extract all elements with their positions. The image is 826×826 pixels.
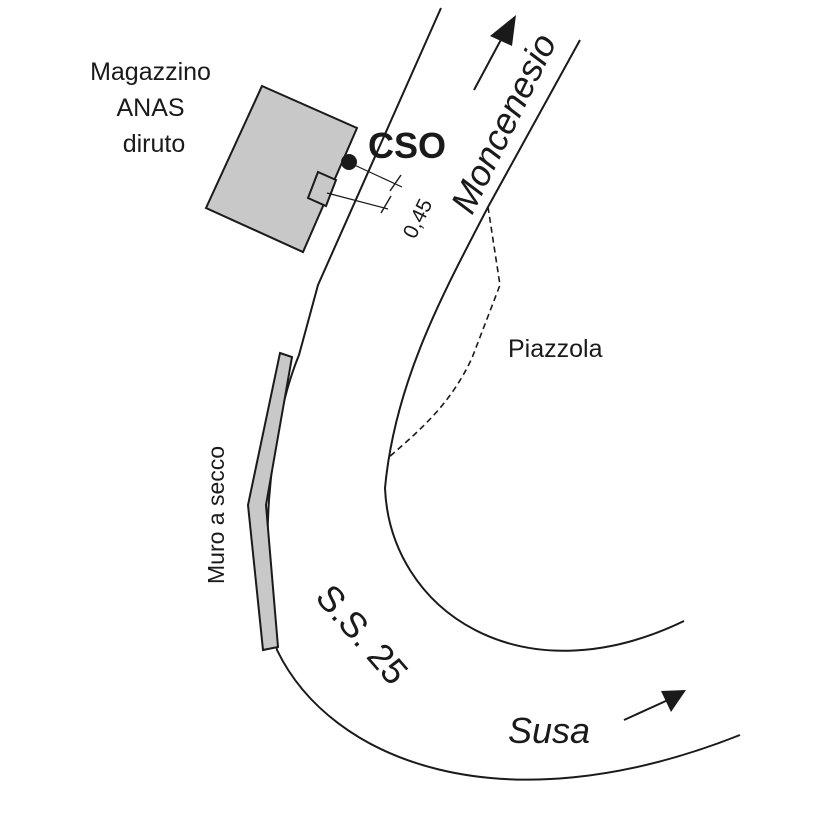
distance-label: 0,45 xyxy=(399,195,438,242)
north-arrow-icon xyxy=(473,15,516,91)
cso-label: CSO xyxy=(368,125,446,166)
building-label-line-3: diruto xyxy=(123,130,186,158)
east-arrow-icon xyxy=(623,690,686,721)
building-annex xyxy=(306,170,338,208)
susa-label: Susa xyxy=(508,710,590,751)
road-east-edge xyxy=(383,39,685,652)
measure-line-bottom xyxy=(326,192,389,210)
building-label-line-2: ANAS xyxy=(116,94,184,122)
building-label: Magazzino ANAS diruto xyxy=(90,58,218,158)
piazzola-label: Piazzola xyxy=(508,335,603,363)
measure-tick-bottom xyxy=(380,195,392,214)
piazzola-boundary xyxy=(387,206,501,459)
moncenesio-label: Moncenesio xyxy=(442,27,564,219)
dry-stone-wall xyxy=(246,351,294,652)
measure-line-top xyxy=(349,162,403,188)
building-block xyxy=(204,84,359,254)
building-label-line-1: Magazzino xyxy=(90,58,211,86)
measure-tick-top xyxy=(389,174,402,192)
cso-point-marker xyxy=(341,154,357,170)
wall-label: Muro a secco xyxy=(203,446,229,584)
road-name-label: S.S. 25 xyxy=(308,576,416,692)
